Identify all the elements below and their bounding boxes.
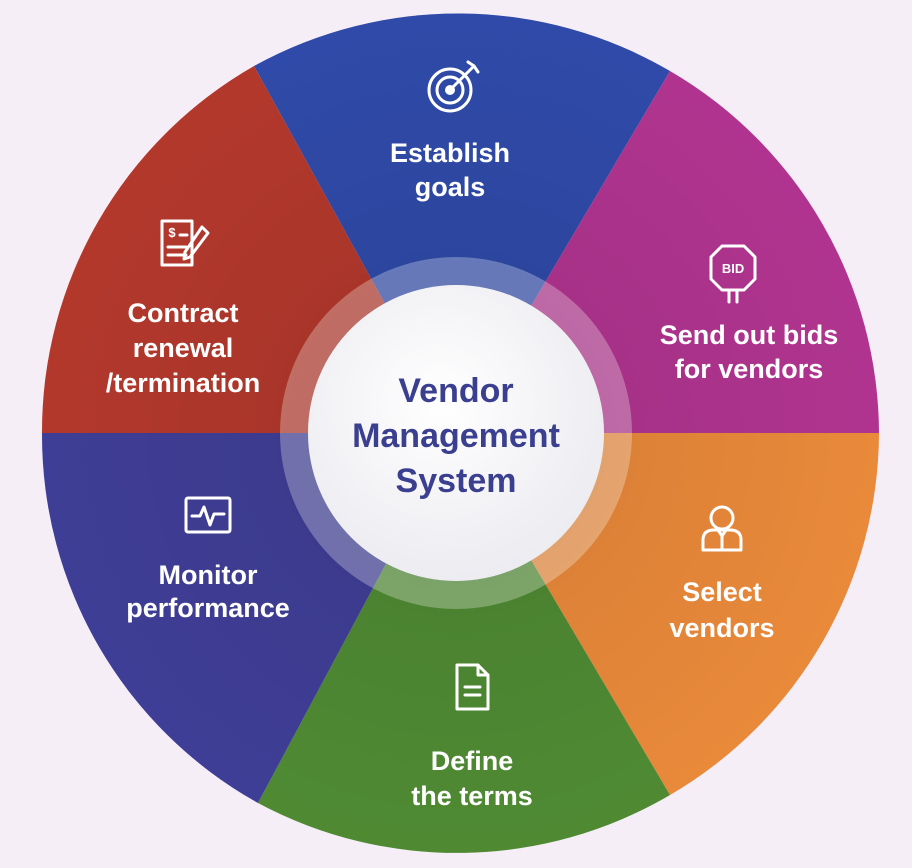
label-select-vendors-line-1: Select bbox=[682, 577, 762, 607]
person-icon bbox=[701, 505, 743, 552]
center-title-line-3: System bbox=[396, 462, 517, 500]
contract-dollar-sign: $ bbox=[168, 225, 176, 240]
label-contract-renewal-line-1: Contract bbox=[127, 298, 238, 328]
label-define-terms-line-2: the terms bbox=[411, 781, 533, 811]
label-define-terms-line-1: Define bbox=[431, 746, 514, 776]
label-monitor-performance-line-2: performance bbox=[126, 593, 290, 623]
contract-icon: $ bbox=[160, 219, 210, 267]
label-contract-renewal-line-2: renewal bbox=[133, 333, 234, 363]
label-send-bids-line-2: for vendors bbox=[675, 354, 824, 384]
center-title-line-2: Management bbox=[352, 417, 560, 455]
label-establish-goals-line-2: goals bbox=[415, 172, 486, 202]
bid-sign-icon: BID bbox=[709, 244, 757, 304]
label-contract-renewal-line-3: /termination bbox=[106, 368, 261, 398]
bid-sign-text: BID bbox=[722, 261, 744, 276]
pulse-monitor-icon bbox=[184, 496, 232, 534]
label-select-vendors-line-2: vendors bbox=[669, 613, 774, 643]
target-icon bbox=[427, 60, 480, 113]
label-establish-goals-line-1: Establish bbox=[390, 138, 510, 168]
center-title-line-1: Vendor bbox=[398, 372, 513, 410]
center-disc bbox=[308, 285, 604, 581]
document-icon bbox=[455, 663, 490, 711]
label-send-bids-line-1: Send out bids bbox=[660, 320, 839, 350]
label-monitor-performance-line-1: Monitor bbox=[159, 560, 258, 590]
